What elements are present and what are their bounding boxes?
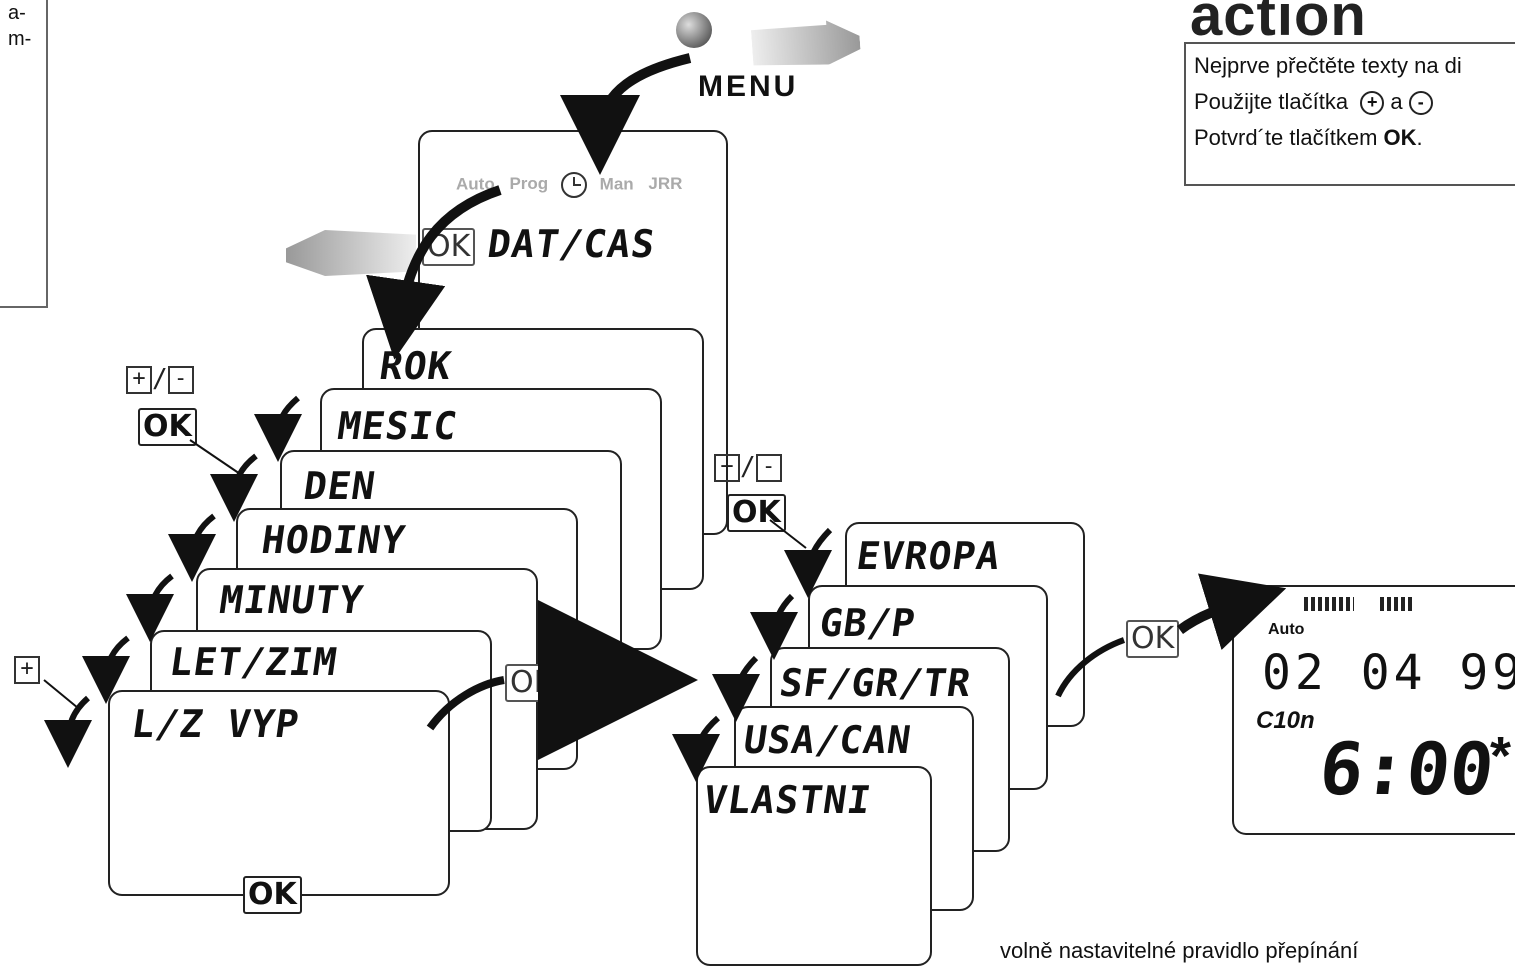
arrow-date-to-year bbox=[366, 185, 502, 360]
minus-key[interactable]: - bbox=[167, 365, 194, 394]
ok-button-final-left[interactable]: OK bbox=[243, 876, 302, 914]
plus-minus-keys-left[interactable]: +/- bbox=[126, 364, 194, 394]
minus-circle-icon: - bbox=[1408, 91, 1433, 116]
action-line2-prefix: Použijte tlačítka bbox=[1194, 89, 1349, 114]
menu-button-knob[interactable] bbox=[676, 12, 712, 48]
mode-auto: Auto bbox=[456, 174, 495, 194]
minus-key-right[interactable]: - bbox=[755, 453, 782, 482]
ok-button-region[interactable]: OK bbox=[1126, 620, 1180, 658]
action-line1: Nejprve přečtěte texty na di bbox=[1194, 53, 1462, 78]
arrow-year-to-month bbox=[254, 395, 303, 462]
arrow-minutes-to-let-zim bbox=[82, 635, 131, 704]
arrow-gb-to-sf bbox=[712, 655, 761, 722]
result-asterisk: * bbox=[1490, 726, 1512, 786]
left-fragment-panel: a- m- bbox=[0, 0, 48, 308]
left-fragment-line2: m- bbox=[8, 28, 32, 50]
ok-leader-line-right bbox=[769, 519, 807, 549]
arrow-ok-to-europe bbox=[784, 527, 833, 598]
footnote-text: volně nastavitelné pravidlo přepínání bbox=[1000, 938, 1359, 963]
mode-man: Man bbox=[599, 174, 634, 194]
plus-key-right[interactable]: + bbox=[714, 453, 740, 482]
plus-circle-icon: + bbox=[1360, 91, 1385, 116]
result-program: C10n bbox=[1256, 707, 1315, 734]
plus-minus-separator: / bbox=[152, 364, 168, 394]
plus-key[interactable]: + bbox=[126, 365, 152, 394]
ok-button-left[interactable]: OK bbox=[138, 408, 197, 446]
result-top-bars-icon-2 bbox=[1380, 597, 1414, 611]
arrow-region-to-ok bbox=[1055, 637, 1126, 698]
arrow-day-to-hours bbox=[168, 513, 217, 582]
action-line3: Potvrd´te tlačítkem OK. bbox=[1194, 120, 1515, 156]
action-line2-middle: a bbox=[1390, 89, 1403, 114]
arrow-sf-to-usa bbox=[672, 715, 721, 782]
screen-region-custom: VLASTNI bbox=[696, 766, 932, 966]
arrow-menu-to-date bbox=[560, 53, 692, 175]
plus-leader-line bbox=[43, 679, 79, 709]
arrow-hours-to-minutes bbox=[126, 573, 175, 642]
action-line2: Použijte tlačítka + a - bbox=[1194, 84, 1515, 120]
screen-summer-winter-off: L/Z VYP bbox=[108, 690, 450, 896]
action-heading: action bbox=[1190, 0, 1367, 48]
result-date: 02 04 99 bbox=[1262, 645, 1515, 701]
arrow-month-to-day bbox=[210, 453, 259, 522]
arrow-ok-to-result bbox=[1177, 573, 1287, 650]
plus-key-only[interactable]: + bbox=[14, 655, 40, 684]
plus-minus-separator-right: / bbox=[740, 452, 756, 482]
ok-leader-line bbox=[189, 439, 247, 479]
arrow-europe-to-gb bbox=[750, 593, 799, 660]
result-top-bars-icon bbox=[1304, 597, 1354, 611]
arrow-let-zim-to-off bbox=[44, 695, 93, 768]
plus-key-left-bottom[interactable]: + bbox=[14, 654, 40, 684]
left-fragment-line1: a- bbox=[8, 2, 26, 24]
action-line3-prefix: Potvrd´te tlačítkem bbox=[1194, 125, 1378, 150]
mode-jrr: JRR bbox=[648, 174, 683, 194]
mode-prog: Prog bbox=[509, 174, 549, 194]
action-line3-ok: OK bbox=[1383, 125, 1417, 150]
action-line3-suffix: . bbox=[1416, 125, 1423, 150]
arrow-off-to-ok bbox=[426, 676, 505, 731]
mode-icon-row: Auto Prog Man JRR bbox=[456, 172, 682, 198]
menu-label: MENU bbox=[698, 70, 799, 103]
plus-minus-keys-right[interactable]: +/- bbox=[714, 452, 782, 482]
action-instruction-box: Nejprve přečtěte texty na di Použijte tl… bbox=[1184, 42, 1515, 186]
